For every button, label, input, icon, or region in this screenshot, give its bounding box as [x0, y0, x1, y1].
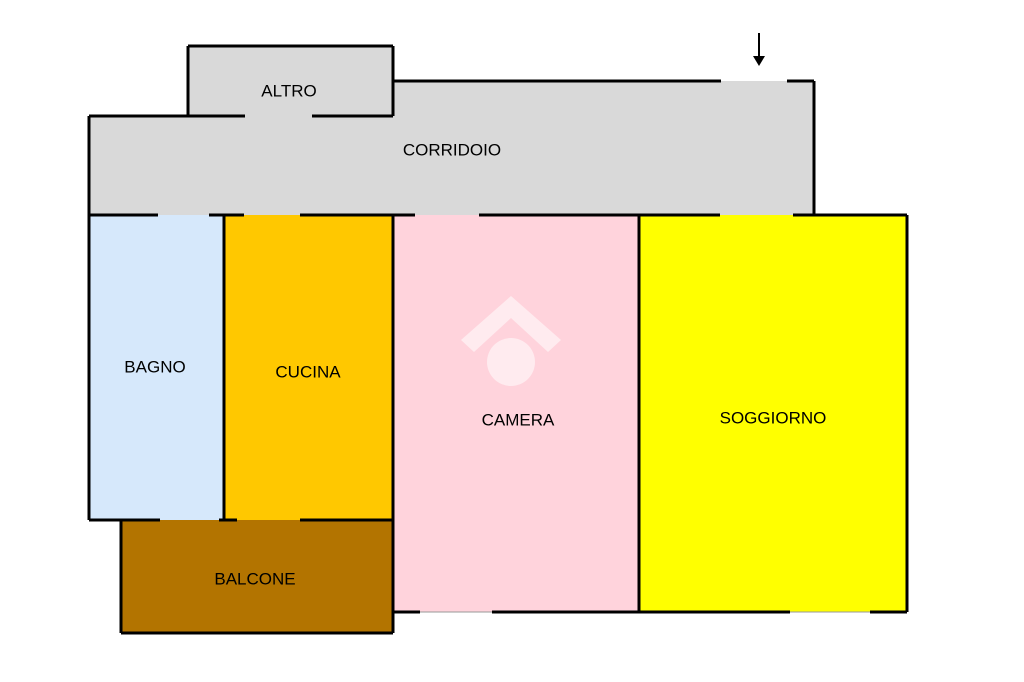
house-logo-icon — [461, 296, 561, 386]
room-label-corridoio: CORRIDOIO — [403, 140, 501, 159]
room-cucina — [224, 215, 393, 520]
room-label-balcone: BALCONE — [214, 569, 295, 588]
room-label-camera: CAMERA — [482, 410, 555, 429]
room-corridoio — [89, 81, 814, 215]
room-label-cucina: CUCINA — [275, 362, 341, 381]
walls — [87, 44, 909, 635]
down-arrow-icon — [753, 33, 765, 66]
room-label-altro: ALTRO — [261, 81, 316, 100]
room-camera — [393, 215, 639, 612]
room-label-soggiorno: SOGGIORNO — [720, 408, 827, 427]
room-bagno — [89, 215, 224, 520]
room-soggiorno — [639, 215, 907, 612]
room-balcone — [121, 520, 393, 633]
room-label-bagno: BAGNO — [124, 357, 185, 376]
